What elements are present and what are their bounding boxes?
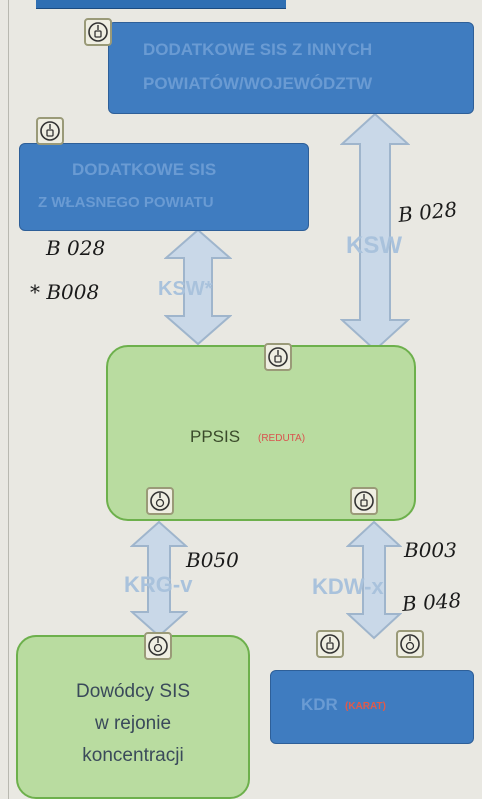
arrow-kdw (346, 520, 402, 640)
radio-handset-icon (396, 630, 424, 658)
handwritten-b028-left: B 028 (46, 236, 106, 260)
ppsis-sublabel: (REDUTA) (258, 433, 306, 444)
kdr-label: KDR (301, 695, 338, 714)
box-wlasne-line1: DODATKOWE SIS (72, 160, 217, 179)
top-partial-box (36, 0, 286, 9)
handwritten-b050: B050 (186, 548, 239, 572)
handwritten-b048: B 048 (401, 587, 462, 617)
arrow-ksw-left (164, 228, 232, 346)
handwritten-b003: B003 (404, 538, 457, 562)
dowodcy-line2: w rejonie (94, 713, 172, 734)
link-label-krg: KRG-v (124, 572, 193, 597)
radio-station-icon (316, 630, 344, 658)
kdr-sublabel: (KARAT) (345, 701, 386, 712)
handwritten-b028-right: B 028 (396, 196, 459, 228)
handwritten-b008: * B008 (30, 280, 100, 304)
radio-station-icon (350, 487, 378, 515)
link-label-ksw-left: KSW* (158, 278, 213, 300)
box-dowodcy-sis: Dowódcy SIS w rejonie koncentracji (16, 635, 250, 799)
ppsis-label: PPSIS (190, 427, 241, 446)
dowodcy-line1: Dowódcy SIS (75, 681, 191, 702)
link-label-ksw-right: KSW (346, 232, 402, 259)
left-border-line (8, 0, 9, 799)
box-inne-line2: POWIATÓW/WOJEWÓDZTW (143, 74, 373, 93)
radio-station-icon (264, 343, 292, 371)
box-dodatkowe-sis-inne: DODATKOWE SIS Z INNYCH POWIATÓW/WOJEWÓDZ… (108, 22, 474, 114)
radio-station-icon (36, 117, 64, 145)
radio-handset-icon (144, 632, 172, 660)
link-label-kdw: KDW-x (312, 574, 384, 599)
box-inne-line1: DODATKOWE SIS Z INNYCH (143, 40, 373, 59)
dowodcy-line3: koncentracji (82, 745, 184, 766)
box-dodatkowe-sis-wlasne: DODATKOWE SIS Z WŁASNEGO POWIATU (19, 143, 309, 231)
radio-station-icon (84, 18, 112, 46)
radio-handset-icon (146, 487, 174, 515)
box-kdr: KDR (KARAT) (270, 670, 474, 744)
box-wlasne-line2: Z WŁASNEGO POWIATU (38, 194, 214, 211)
